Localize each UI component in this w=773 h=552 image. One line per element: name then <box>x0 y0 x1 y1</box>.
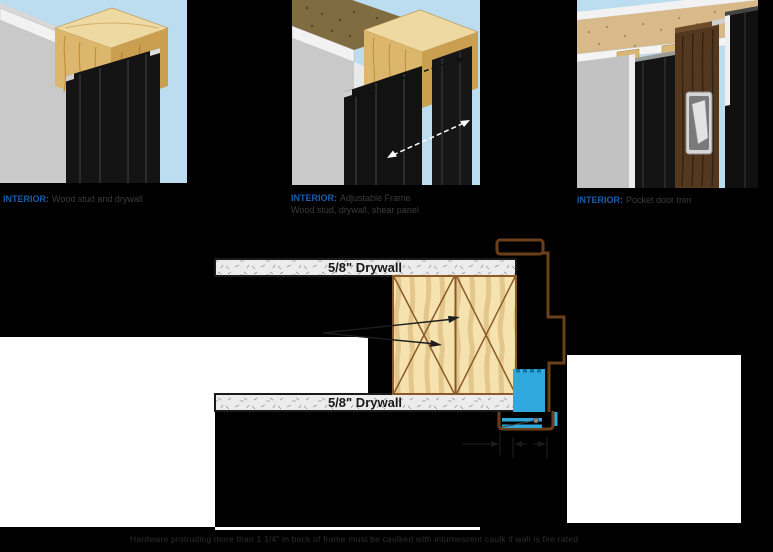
panel-wood-stud-drywall-render <box>0 0 187 183</box>
blue-sliver <box>554 412 558 426</box>
door-top-silver <box>712 17 729 26</box>
caption-wood-stud-drywall: INTERIOR:Wood stud and drywall <box>3 193 143 205</box>
intumescent-notches <box>516 369 541 373</box>
trim-grooves <box>642 58 666 188</box>
shear-panel-top <box>292 0 427 50</box>
sheet-white-bottom-line <box>215 527 480 530</box>
frame-back-grooves <box>441 52 461 185</box>
snap-cover-strip-b <box>502 424 542 428</box>
stud-leader-arrows <box>322 316 460 347</box>
dimension-lines <box>462 433 548 458</box>
caption-subtitle: Wood stud, drywall, shear panel <box>291 205 419 215</box>
caption-title: Wood stud and drywall <box>52 194 143 204</box>
frame-kerf-cap <box>344 89 352 98</box>
sheet-white-left-column <box>0 397 215 527</box>
stud-top-grain <box>64 22 159 29</box>
caption-title: Pocket door trim <box>626 195 692 205</box>
wall-face <box>577 55 629 188</box>
frame-face-channel <box>497 411 555 431</box>
pocket-pull-lever <box>691 99 709 145</box>
frame-front-column <box>344 66 422 185</box>
header-wood-beam <box>577 0 758 54</box>
frame-kerf-cap-right <box>150 48 160 56</box>
stud-x-marks <box>393 276 516 394</box>
panel-pocket-door-render <box>577 0 758 188</box>
caption-title: Adjustable Frame <box>340 193 411 203</box>
trim-column <box>635 55 675 188</box>
caption-tag: INTERIOR: <box>577 195 623 205</box>
sheet-white-left-band <box>0 337 368 397</box>
pocket-side-top <box>725 6 758 16</box>
caption-tag: INTERIOR: <box>3 194 49 204</box>
drywall-top-strip <box>214 258 517 277</box>
snap-cover-strip-a <box>502 418 542 422</box>
caption-adjustable-frame: INTERIOR:Adjustable Frame Wood stud, dry… <box>291 192 419 216</box>
frame-back-column <box>432 46 472 185</box>
drywall-bottom-label: 5/8" Drywall <box>328 395 402 410</box>
frame-slab <box>66 48 160 183</box>
drywall-top-label: 5/8" Drywall <box>328 260 402 275</box>
frame-profile-line <box>543 251 566 412</box>
wall-face <box>292 38 354 185</box>
caption-tag: INTERIOR: <box>291 193 337 203</box>
pocket-side-panel <box>725 10 758 188</box>
caption-pocket-door-trim: INTERIOR:Pocket door trim <box>577 194 692 206</box>
wall-face-edge <box>629 54 635 188</box>
sheet-white-right <box>567 355 741 523</box>
adjustment-arrow-dark <box>350 57 465 98</box>
pocket-side-kerf-strip <box>725 15 730 106</box>
trim-cap-silver <box>635 51 675 62</box>
fastener-leader <box>499 420 536 428</box>
frame-front-grooves <box>355 74 405 185</box>
jamb-cross-section-drawing: 5/8" Drywall 5/8" Drywall <box>214 238 566 458</box>
intumescent-strip <box>513 369 545 412</box>
fastener-head <box>533 417 539 424</box>
panel-adjustable-frame-render <box>292 0 480 185</box>
frame-backbend-tab <box>495 238 545 256</box>
fire-rating-footnote: Hardware protruding more than 1 1/4" in … <box>130 534 579 544</box>
frame-kerf-cap-left <box>66 73 74 82</box>
adjustment-arrow-white <box>387 120 470 158</box>
frame-grooves <box>79 54 147 183</box>
door-top-edge <box>675 20 719 33</box>
